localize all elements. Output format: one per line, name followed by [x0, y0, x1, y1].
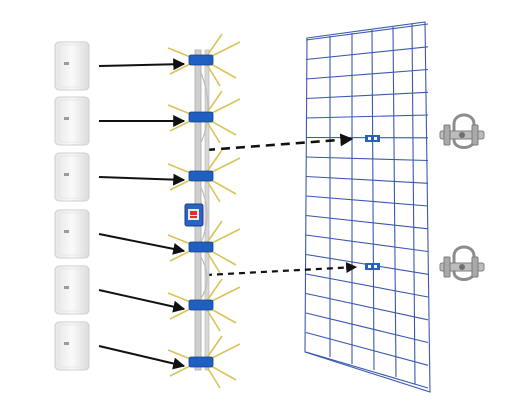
u-bolt-clamp-icon: [439, 245, 485, 281]
grid-wire: [305, 175, 429, 184]
feed-point-upper: [365, 135, 380, 142]
mast-clamp: [188, 170, 214, 182]
grid-wire: [305, 312, 429, 344]
grid-wire: [305, 234, 429, 253]
antenna-element-pair: [167, 149, 241, 203]
u-bolt-clamp-icon: [439, 113, 485, 149]
panel-module-icon: [54, 265, 90, 315]
mast-clamp: [188, 54, 214, 66]
grid-wire: [305, 46, 429, 61]
grid-wire: [305, 23, 429, 41]
grid-wire: [305, 331, 429, 366]
antenna-element-pair: [167, 90, 241, 144]
panel-module-icon: [54, 321, 90, 371]
grid-wire: [305, 68, 429, 80]
grid-wire: [305, 214, 429, 230]
panel-module-icon: [54, 41, 90, 91]
antenna-element-pair: [167, 335, 241, 389]
antenna-element-pair: [167, 33, 241, 87]
solid-arrow: [98, 233, 186, 255]
antenna-mast-icon: [167, 33, 241, 389]
mast-clamp: [188, 356, 214, 368]
panel-module-icon: [54, 209, 90, 259]
mast-clamp: [188, 241, 214, 253]
antenna-element-pair: [167, 220, 241, 274]
solid-arrow: [98, 58, 186, 71]
feed-point-lower: [365, 263, 380, 270]
panel-module-icon: [54, 152, 90, 202]
mast-clamp: [188, 111, 214, 123]
grid-wire: [305, 273, 429, 298]
dashed-arrow-upper: [205, 133, 354, 152]
grid-wire: [305, 114, 429, 119]
antenna-element-pair: [167, 278, 241, 332]
dashed-arrow-lower: [205, 262, 358, 277]
reflector-grid-icon: [304, 21, 431, 393]
solid-arrow: [98, 173, 186, 186]
panel-module-icon: [54, 96, 90, 146]
amplifier-box-icon: [184, 203, 204, 227]
grid-wire: [305, 195, 429, 207]
grid-wire: [305, 156, 429, 162]
mast-clamp: [188, 299, 214, 311]
solid-arrow: [98, 345, 186, 370]
grid-wire: [305, 91, 429, 100]
grid-wire: [305, 292, 429, 321]
solid-arrow: [98, 289, 186, 313]
grid-wire: [305, 351, 429, 389]
